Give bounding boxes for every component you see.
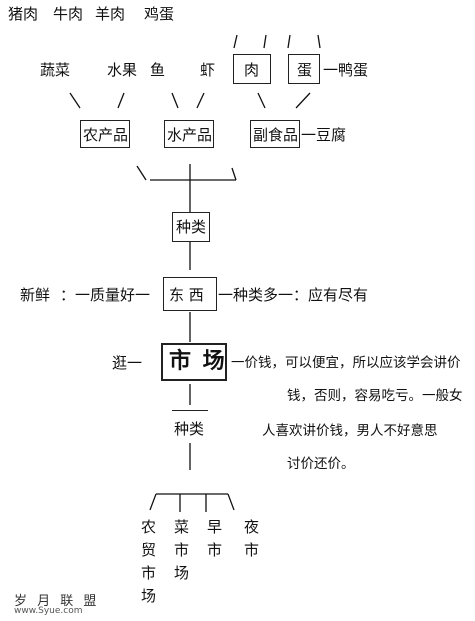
variety-label: 一种类多一：应有尽有 bbox=[218, 286, 369, 304]
vegetables-label: 蔬菜 bbox=[40, 61, 71, 79]
price-line-3: 人喜欢讲价钱，男人不好意思 bbox=[262, 423, 438, 439]
types-top-box bbox=[172, 212, 210, 242]
farm-market-label: 农贸市场 bbox=[141, 518, 157, 605]
shrimp-label: 虾 bbox=[200, 61, 216, 79]
watermark-name: 岁 月 联 盟 bbox=[14, 594, 100, 609]
meat-lamb: 羊肉 bbox=[95, 5, 126, 23]
goods-label: 东 西 bbox=[169, 286, 204, 304]
types-bottom-box bbox=[172, 410, 208, 442]
types-bottom-label: 种类 bbox=[174, 420, 205, 438]
price-line-2: 钱，否则，容易吃亏。一般女 bbox=[287, 388, 463, 404]
nonstaple-food-box bbox=[250, 120, 300, 148]
stroll-label: 逛一 bbox=[112, 354, 143, 372]
types-top-label: 种类 bbox=[176, 218, 207, 236]
market-label: 市 场 bbox=[169, 349, 227, 374]
egg-box bbox=[288, 54, 320, 84]
morning-market-label: 早市 bbox=[207, 518, 223, 559]
meat-label: 肉 bbox=[244, 61, 260, 79]
vegetable-market-label: 菜市场 bbox=[174, 518, 190, 582]
meat-pork: 猪肉 bbox=[8, 5, 39, 23]
farm-products-box bbox=[80, 120, 130, 148]
price-line-1: 一价钱，可以便宜，所以应该学会讲价 bbox=[231, 355, 461, 371]
night-market-label: 夜市 bbox=[244, 518, 260, 559]
meat-box bbox=[233, 54, 271, 84]
quality-label: ：一质量好一 bbox=[60, 286, 151, 304]
fruit-label: 水果 bbox=[107, 61, 138, 79]
price-line-4: 讨价还价。 bbox=[287, 456, 355, 472]
tofu-label: 一豆腐 bbox=[301, 126, 347, 144]
meat-beef: 牛肉 bbox=[53, 5, 84, 23]
market-box bbox=[161, 343, 227, 381]
fish-label: 鱼 bbox=[150, 61, 166, 79]
goods-box bbox=[163, 277, 217, 311]
fresh-label: 新鲜 bbox=[20, 286, 51, 304]
farm-products-label: 农产品 bbox=[83, 126, 129, 144]
watermark-url: www.Syue.com bbox=[14, 606, 83, 616]
aquatic-products-box bbox=[164, 120, 214, 148]
duck-egg-label: 一鸭蛋 bbox=[323, 61, 369, 79]
egg-label: 蛋 bbox=[297, 61, 313, 79]
meat-egg: 鸡蛋 bbox=[144, 5, 175, 23]
aquatic-products-label: 水产品 bbox=[167, 126, 213, 144]
nonstaple-food-label: 副食品 bbox=[253, 126, 299, 144]
